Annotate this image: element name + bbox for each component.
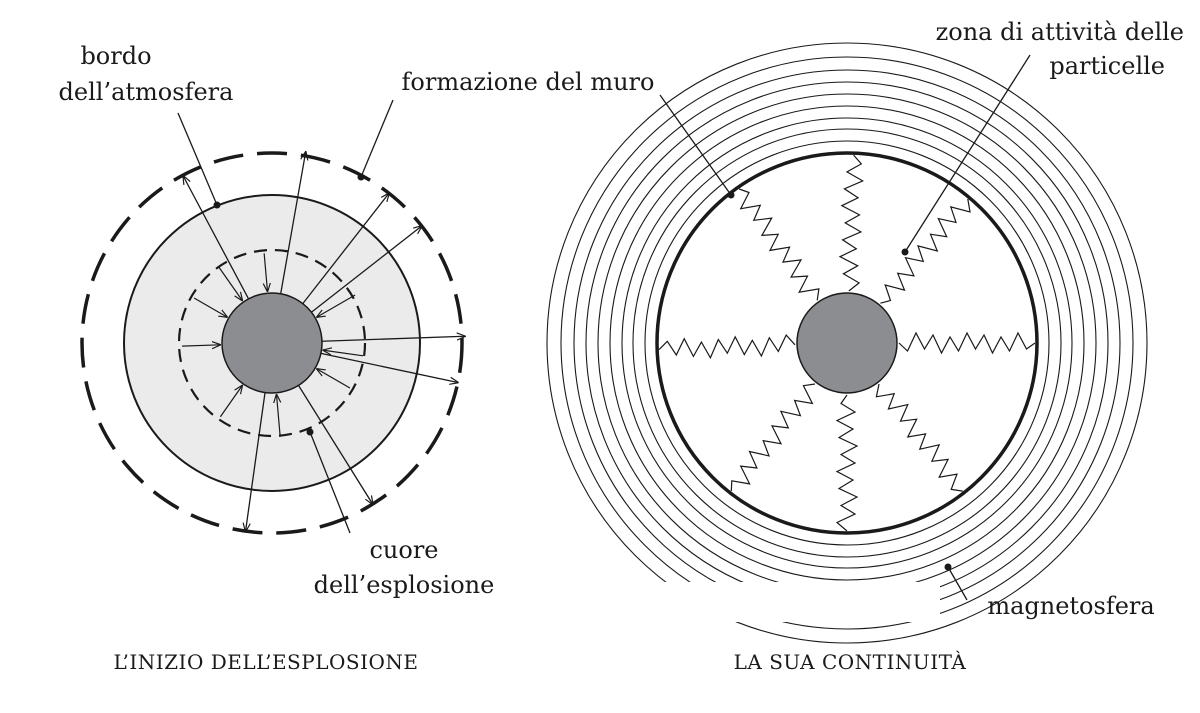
inward-arrow [218, 267, 242, 301]
inward-arrow [323, 350, 364, 357]
magnetosphere-ring [644, 140, 1050, 546]
ring-clip-band [520, 582, 940, 622]
magnetosphere-ring [609, 105, 1085, 581]
magnetosphere-label: magnetosfera [987, 592, 1154, 620]
atmosphere-edge-label-line1: bordo [80, 42, 151, 70]
zigzag-ray [835, 394, 859, 532]
explosion-core-dot [306, 428, 314, 436]
inward-arrow [264, 253, 267, 291]
expansion-arrows [182, 152, 465, 531]
zigzag-ray [658, 334, 796, 360]
outward-arrow [280, 152, 306, 294]
atmosphere-edge-leader [177, 112, 218, 206]
left-diagram: bordo dell’atmosfera cuore dell’esplosio… [59, 42, 495, 674]
particle-zone-label-line1: zona di attività delle [936, 18, 1184, 46]
wall-boundary [655, 151, 1039, 535]
explosion-core-left [221, 292, 323, 394]
outward-arrow [302, 193, 389, 304]
particle-zone-leader [904, 54, 1031, 253]
left-caption: L’INIZIO DELL’ESPLOSIONE [114, 650, 419, 674]
inner-dashed-boundary [177, 248, 367, 438]
inward-arrow [219, 386, 242, 418]
right-diagram: formazione del muro zona di attività del… [402, 18, 1184, 674]
outer-boundary-leader [360, 99, 394, 178]
magnetosphere-ring [621, 117, 1073, 569]
right-caption: LA SUA CONTINUITÀ [734, 650, 967, 674]
inward-arrow [317, 294, 356, 317]
outward-arrow [183, 176, 250, 300]
inward-arrow [182, 345, 220, 346]
explosion-core-leader [309, 431, 351, 534]
zigzag-ray [880, 198, 971, 304]
outward-arrow [246, 392, 266, 532]
explosion-core-right [796, 292, 898, 394]
inward-arrow [193, 297, 227, 317]
outward-arrow [321, 336, 465, 342]
outer-boundary-dot [357, 173, 365, 181]
magnetosphere-leader [947, 566, 968, 601]
wall-formation-leader [659, 94, 732, 196]
zigzag-ray [838, 154, 865, 292]
particle-zone-dot [901, 248, 909, 256]
particle-zigzag-rays [658, 154, 1036, 532]
zigzag-ray [898, 331, 1036, 355]
magnetosphere-dot [944, 563, 952, 571]
wall-formation-label: formazione del muro [402, 68, 655, 96]
magnetosphere-ring [560, 56, 1134, 630]
magnetosphere-ring [546, 42, 1148, 644]
zigzag-ray [730, 383, 816, 492]
inward-arrow [317, 369, 351, 389]
wall-formation-dot [727, 191, 735, 199]
zigzag-ray [875, 383, 963, 492]
explosion-core-label-line2: dell’esplosione [314, 571, 495, 599]
particle-zone-label-line2: particelle [1049, 52, 1165, 80]
outer-dashed-boundary [80, 151, 464, 535]
atmosphere-edge-label-line2: dell’atmosfera [59, 78, 234, 106]
outward-arrow [297, 385, 372, 504]
zigzag-ray [738, 188, 820, 301]
explosion-core-label-line1: cuore [369, 536, 438, 564]
magnetosphere-ring [632, 128, 1062, 558]
outward-arrow [311, 226, 421, 313]
outward-arrow [320, 352, 458, 382]
atmosphere-edge-dot [213, 201, 221, 209]
inward-arrow [277, 395, 281, 437]
magnetosphere-rings [520, 42, 1148, 644]
